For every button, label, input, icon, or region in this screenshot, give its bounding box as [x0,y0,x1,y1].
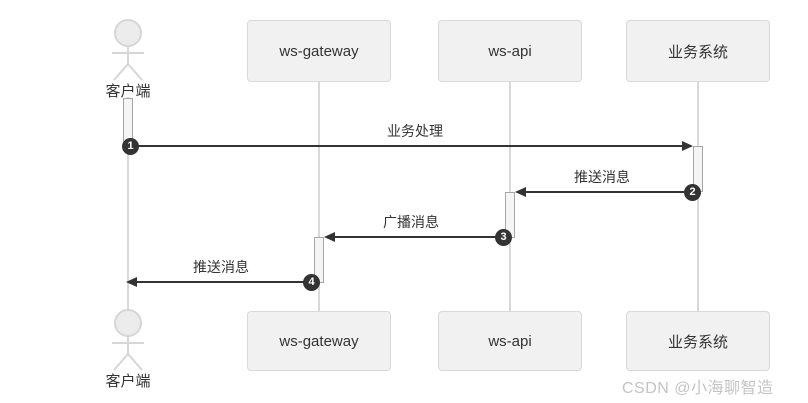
person-icon [112,309,144,371]
lifeline-client [127,97,129,310]
sequence-badge-1: 1 [122,138,139,155]
participant-box-business-system-top: 业务系统 [626,20,770,82]
lifeline-ws-gateway [318,82,320,311]
message-label-3: 广播消息 [383,214,439,230]
message-line-2 [526,191,692,193]
participant-box-business-system-bottom: 业务系统 [626,311,770,371]
participant-box-ws-gateway-bottom: ws-gateway [247,311,391,371]
sequence-badge-2: 2 [684,184,701,201]
actor-label-client-bottom: 客户端 [105,373,151,390]
message-line-3 [335,236,503,238]
arrowhead-right-icon [682,141,693,151]
actor-label-client-top: 客户端 [105,83,151,100]
message-label-1: 业务处理 [387,123,443,139]
message-label-4: 推送消息 [193,259,249,275]
sequence-badge-3: 3 [495,229,512,246]
participant-box-ws-api-top: ws-api [438,20,582,82]
message-label-2: 推送消息 [574,169,630,185]
sequence-badge-4: 4 [303,274,320,291]
arrowhead-left-icon [324,232,335,242]
participant-box-ws-api-bottom: ws-api [438,311,582,371]
participant-box-ws-gateway-top: ws-gateway [247,20,391,82]
arrowhead-left-icon [126,277,137,287]
message-line-4 [137,281,311,283]
message-line-1 [131,145,682,147]
person-icon [112,19,144,81]
arrowhead-left-icon [515,187,526,197]
csdn-watermark: CSDN @小海聊智造 [622,380,774,397]
